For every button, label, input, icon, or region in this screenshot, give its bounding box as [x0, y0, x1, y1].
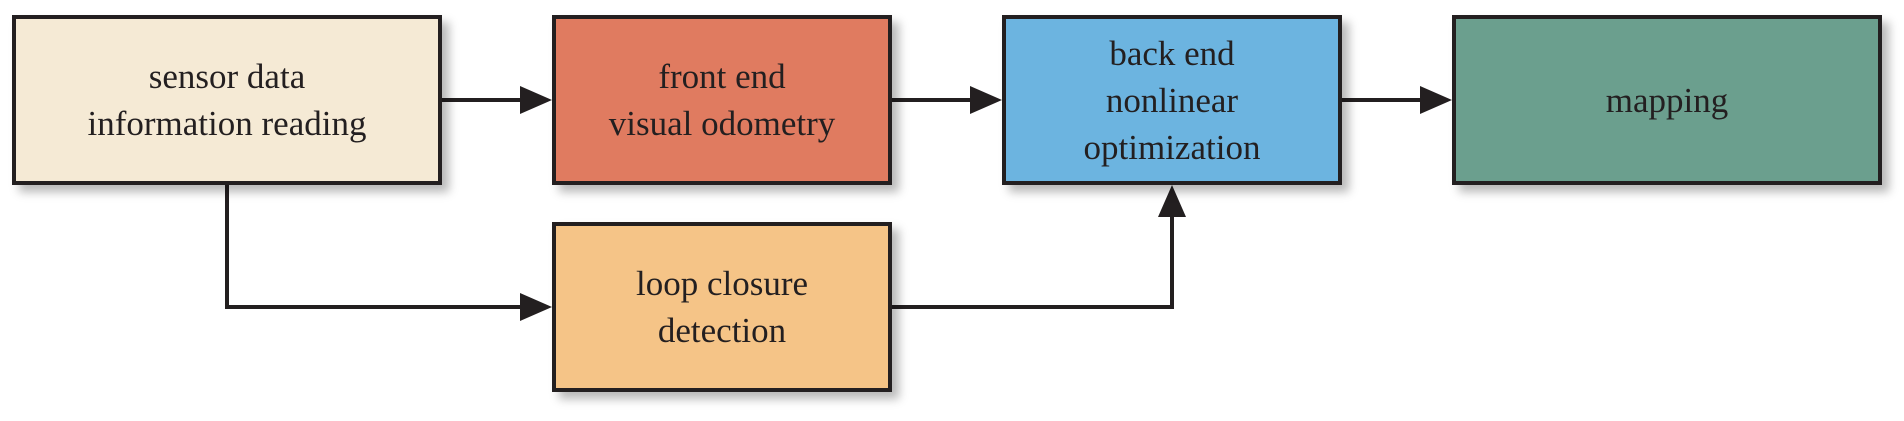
- loop-closure-node: loop closure detection: [552, 222, 892, 392]
- arrow-loop-closure-to-back-end: [892, 215, 1174, 309]
- front-end-node: front end visual odometry: [552, 15, 892, 185]
- node-label-line: front end: [658, 57, 786, 96]
- node-label-line: loop closure: [635, 264, 809, 303]
- node-label-line: detection: [657, 311, 787, 350]
- arrowhead-loop-closure: [520, 293, 552, 321]
- arrowhead-back-end-left: [970, 86, 1002, 114]
- sensor-data-node: sensor data information reading: [12, 15, 442, 185]
- arrowhead-mapping: [1420, 86, 1452, 114]
- arrowhead-front-end: [520, 86, 552, 114]
- mapping-node: mapping: [1452, 15, 1882, 185]
- node-label-line: optimization: [1083, 127, 1261, 167]
- node-label-line: sensor data: [148, 57, 306, 96]
- node-label-line: back end: [1109, 33, 1235, 73]
- node-label-line: nonlinear: [1105, 80, 1239, 120]
- node-label-line: mapping: [1605, 80, 1729, 120]
- node-label-line: visual odometry: [608, 104, 836, 143]
- arrow-sensor-to-loop-closure: [225, 185, 522, 309]
- node-label-line: information reading: [87, 104, 367, 143]
- arrowhead-back-end-bottom: [1158, 185, 1186, 217]
- back-end-node: back end nonlinear optimization: [1002, 15, 1342, 185]
